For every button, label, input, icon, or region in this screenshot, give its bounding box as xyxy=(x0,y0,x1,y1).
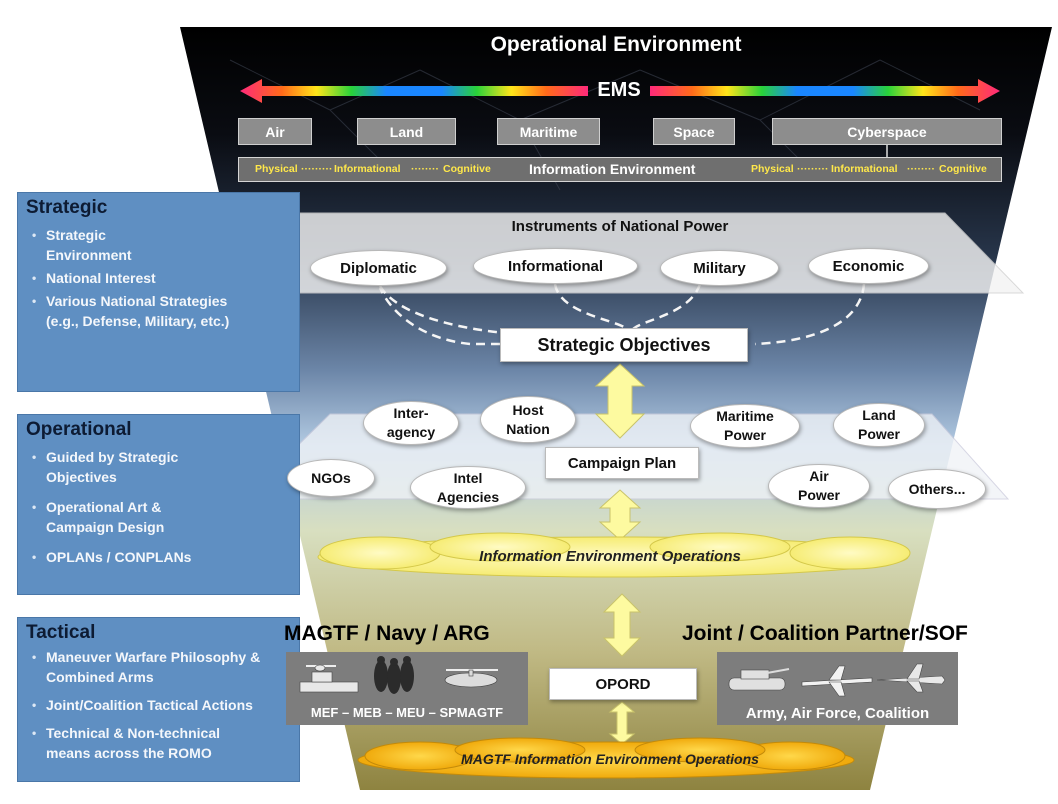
power-military: Military xyxy=(660,250,779,286)
ems-label: EMS xyxy=(597,79,641,101)
sidebar-strategic-item: Strategic Environment xyxy=(32,225,156,265)
domain-cyberspace: Cyberspace xyxy=(772,118,1002,145)
ie-left-cognitive: Cognitive xyxy=(443,163,491,175)
domain-space: Space xyxy=(653,118,735,145)
domain-maritime: Maritime xyxy=(497,118,600,145)
sidebar-operational-heading: Operational xyxy=(26,419,132,440)
power-informational: Informational xyxy=(473,248,638,284)
opord: OPORD xyxy=(549,668,697,700)
partner-interagency-label: Inter-agency xyxy=(386,405,436,440)
ie-left-dots-2: ········ xyxy=(411,163,439,175)
partner-maritime-power-label: Maritime Power xyxy=(716,408,774,443)
strategic-objectives: Strategic Objectives xyxy=(500,328,748,362)
sidebar-operational-item: OPLANs / CONPLANs xyxy=(32,547,291,567)
sidebar-tactical: Tactical Maneuver Warfare Philosophy & C… xyxy=(17,617,300,782)
sidebar-strategic-item: Various National Strategies (e.g., Defen… xyxy=(32,291,246,331)
partner-host-nation-label: Host Nation xyxy=(506,401,550,437)
information-environment-bar: Physical ········· Informational ·······… xyxy=(238,157,1002,182)
partner-host-nation: Host Nation xyxy=(480,396,576,443)
left-force-panel: MEF – MEB – MEU – SPMAGTF xyxy=(286,652,528,725)
sidebar-tactical-heading: Tactical xyxy=(26,622,96,643)
sidebar-operational-item: Guided by Strategic Objectives xyxy=(32,447,216,487)
sidebar-tactical-item: Maneuver Warfare Philosophy & Combined A… xyxy=(32,647,276,687)
power-diplomatic: Diplomatic xyxy=(310,250,447,286)
ieo-label: Information Environment Operations xyxy=(479,548,741,565)
left-force-caption: MEF – MEB – MEU – SPMAGTF xyxy=(310,705,504,720)
partner-intel-agencies-label: Intel Agencies xyxy=(436,469,500,505)
sidebar-tactical-item: Technical & Non-technical means across t… xyxy=(32,723,256,763)
sidebar-operational: Operational Guided by Strategic Objectiv… xyxy=(17,414,300,595)
ie-right-dots-1: ········· xyxy=(797,163,829,175)
partner-ngos: NGOs xyxy=(287,459,375,497)
left-force-heading: MAGTF / Navy / ARG xyxy=(284,622,490,645)
page-title: Operational Environment xyxy=(490,33,742,56)
partner-land-power-label: Land Power xyxy=(857,407,900,442)
right-force-heading: Joint / Coalition Partner/SOF xyxy=(682,622,968,645)
partner-air-power-label: Air Power xyxy=(797,468,840,503)
ie-right-informational: Informational xyxy=(831,163,898,175)
magtf-assets-icon xyxy=(299,656,498,694)
sidebar-strategic-heading: Strategic xyxy=(26,197,108,218)
ie-label: Information Environment xyxy=(529,161,696,177)
ie-right-dots-2: ········ xyxy=(907,163,935,175)
partner-land-power: Land Power xyxy=(833,403,925,447)
sidebar-strategic-item: National Interest xyxy=(32,268,156,288)
magtf-ieo-label: MAGTF Information Environment Operations xyxy=(461,751,759,767)
joint-assets-icon xyxy=(728,663,946,697)
partner-maritime-power: Maritime Power xyxy=(690,404,800,448)
sidebar-strategic: Strategic Strategic Environment National… xyxy=(17,192,300,392)
domain-land: Land xyxy=(357,118,456,145)
campaign-plan: Campaign Plan xyxy=(545,447,699,479)
right-force-panel: Army, Air Force, Coalition xyxy=(717,652,958,725)
national-power-title: Instruments of National Power xyxy=(511,218,729,235)
sidebar-tactical-item: Joint/Coalition Tactical Actions xyxy=(32,695,291,715)
partner-others: Others... xyxy=(888,469,986,509)
partner-interagency: Inter-agency xyxy=(363,401,459,445)
ie-left-dots-1: ········· xyxy=(301,163,333,175)
partner-intel-agencies: Intel Agencies xyxy=(410,466,526,509)
ie-left-informational: Informational xyxy=(334,163,401,175)
ie-right-cognitive: Cognitive xyxy=(939,163,987,175)
ie-left-physical: Physical xyxy=(255,163,298,175)
power-economic: Economic xyxy=(808,248,929,284)
sidebar-operational-item: Operational Art & Campaign Design xyxy=(32,497,216,537)
domain-air: Air xyxy=(238,118,312,145)
ie-right-physical: Physical xyxy=(751,163,794,175)
right-force-caption: Army, Air Force, Coalition xyxy=(745,705,930,722)
partner-air-power: Air Power xyxy=(768,464,870,508)
